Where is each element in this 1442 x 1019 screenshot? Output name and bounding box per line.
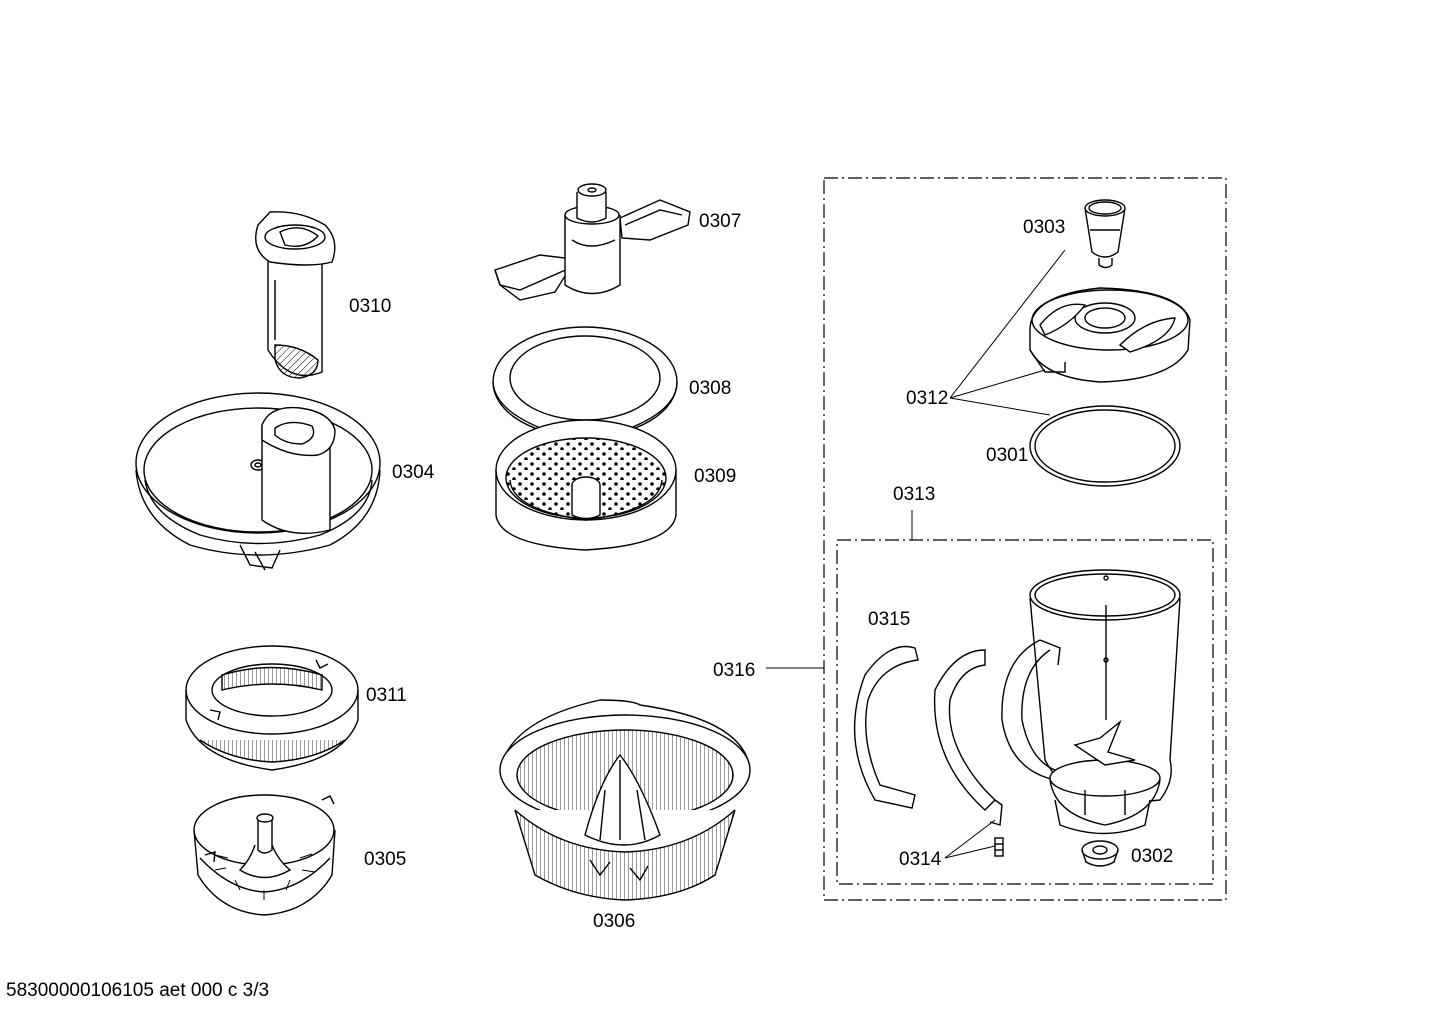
label-0313: 0313 — [893, 484, 936, 505]
label-0302: 0302 — [1131, 846, 1174, 867]
label-0308: 0308 — [689, 378, 732, 399]
part-0301-gasket — [1029, 405, 1181, 487]
label-0306: 0306 — [593, 911, 636, 932]
part-0302-knob — [1081, 840, 1119, 867]
leader-lines-0312 — [949, 249, 1066, 416]
part-0309-sieve — [495, 419, 677, 551]
part-0303-cup — [1084, 199, 1126, 269]
part-0311-ring — [185, 645, 359, 771]
assembly-frame-outer — [823, 177, 1227, 901]
part-0307-blade — [494, 183, 691, 301]
label-0301: 0301 — [986, 445, 1029, 466]
label-0311: 0311 — [366, 685, 407, 706]
part-0314-clip — [994, 837, 1004, 857]
label-0305: 0305 — [364, 849, 407, 870]
document-id-footer: 58300000106105 aet 000 c 3/3 — [6, 980, 270, 1001]
part-0304-bowl — [135, 392, 381, 571]
label-0310: 0310 — [349, 296, 392, 317]
label-0312: 0312 — [906, 388, 949, 409]
label-0303: 0303 — [1023, 217, 1066, 238]
leader-lines-0314 — [944, 819, 996, 859]
part-0306-citrus-press — [499, 699, 751, 901]
label-0314: 0314 — [899, 849, 942, 870]
part-0305-juicer-cone — [193, 794, 336, 916]
label-0316: 0316 — [713, 660, 756, 681]
assembly-frame-inner — [836, 539, 1214, 885]
label-0304: 0304 — [392, 462, 435, 483]
part-0312-lid — [1029, 287, 1191, 383]
label-0315: 0315 — [868, 609, 911, 630]
label-0309: 0309 — [694, 466, 737, 487]
part-0310-pusher — [255, 211, 336, 379]
part-0316-blender-jug — [1001, 569, 1181, 835]
part-0315-strip — [853, 645, 1003, 826]
label-0307: 0307 — [699, 211, 742, 232]
